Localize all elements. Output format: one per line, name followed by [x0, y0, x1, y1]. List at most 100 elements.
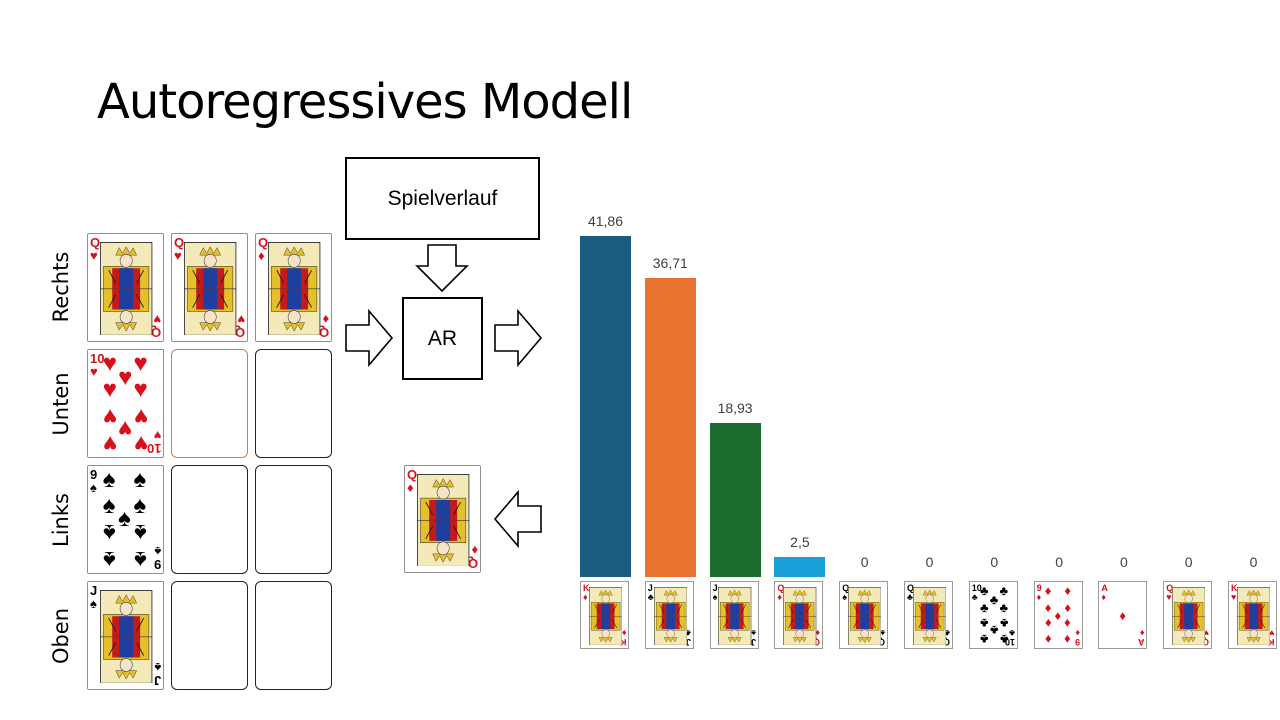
- row-label-links: Links: [49, 493, 73, 547]
- card-suit: ♠: [90, 596, 97, 611]
- card-rank: 9: [1074, 637, 1080, 647]
- suit-pip-icon: ♦: [1064, 632, 1071, 648]
- card-suit: ♥: [90, 364, 98, 379]
- face-card-art-icon: [184, 241, 237, 336]
- bar-value-label: 0: [1184, 554, 1193, 570]
- card-rank-corner: 10♥: [146, 428, 161, 456]
- card-rank: K: [583, 583, 590, 593]
- card-rank-corner: 10♣: [972, 584, 982, 602]
- suit-pip-icon: ♣: [999, 616, 1009, 631]
- card-suit: ♦: [1075, 628, 1080, 638]
- category-card: Q♣Q♣Q♣: [904, 581, 953, 649]
- playing-card: Q♥Q♥: [171, 233, 248, 342]
- face-card-art-icon: [653, 586, 687, 646]
- category-label: Q♥: [1164, 582, 1165, 583]
- chart-bar: [709, 422, 761, 577]
- empty-card-slot: [255, 465, 332, 574]
- bar-value-label: 41,86: [587, 213, 624, 229]
- suit-pip-icon: ♠: [102, 545, 116, 573]
- category-label: K♥: [1229, 582, 1230, 583]
- face-card-art-icon: [588, 586, 623, 646]
- suit-pip-icon: ♦: [1064, 616, 1071, 631]
- bar-value-label: 18,93: [717, 399, 753, 416]
- bar-value-label: 0: [1119, 554, 1128, 570]
- card-suit: ♦: [1101, 592, 1106, 602]
- suit-pip-icon: ♦: [1044, 583, 1052, 599]
- category-card: 10♣10♣♣♣♣♣♣♣♣♣♣♣10♣: [968, 581, 1018, 649]
- face-card-art-icon: [783, 586, 817, 646]
- suit-pip-icon: ♣: [979, 599, 989, 615]
- category-card: J♠J♠J♠: [709, 581, 759, 649]
- card-rank-corner: 9♦: [1074, 628, 1080, 647]
- face-card-art-icon: [100, 589, 153, 684]
- suit-pip-icon: ♥: [102, 350, 117, 378]
- card-rank-corner: Q♠: [842, 584, 849, 602]
- playing-card: J♠J♠: [87, 581, 164, 690]
- active-card-slot: [171, 349, 248, 458]
- suit-pip-icon: ♥: [118, 364, 133, 392]
- suit-pip-icon: ♣: [979, 616, 989, 631]
- ar-model-box: AR: [402, 297, 483, 380]
- suit-pip-icon: ♠: [102, 492, 116, 520]
- suit-pip-icon: ♦: [1064, 583, 1071, 599]
- card-rank: Q: [90, 235, 101, 250]
- suit-pip-icon: ♠: [133, 519, 147, 547]
- bar-value-label: 2,5: [790, 533, 810, 550]
- card-rank-corner: J♠: [90, 584, 97, 610]
- row-label-oben: Oben: [49, 607, 73, 665]
- card-rank: Q: [407, 467, 418, 482]
- face-card-art-icon: [100, 241, 153, 336]
- suit-pip-icon: ♠: [118, 505, 131, 533]
- chart-bar: [644, 277, 696, 577]
- face-card-art-icon: [268, 241, 321, 336]
- suit-pip-icon: ♣: [989, 623, 999, 639]
- card-suit: ♦: [777, 592, 782, 602]
- empty-card-slot: [255, 581, 332, 690]
- card-suit: ♠: [154, 660, 161, 675]
- card-rank: 9: [90, 467, 98, 482]
- card-rank: 10: [146, 441, 161, 456]
- face-card-art-icon: [912, 586, 947, 646]
- face-card-art-icon: [718, 586, 752, 646]
- card-rank-corner: Q♥: [90, 236, 100, 262]
- category-card: Q♦Q♦Q♦: [774, 581, 824, 649]
- card-suit: ♠: [842, 592, 847, 602]
- category-card: K♦K♦K♦: [580, 581, 629, 649]
- card-rank: A: [1137, 637, 1145, 647]
- card-suit: ♥: [1166, 592, 1172, 602]
- chart-bar: [580, 236, 631, 577]
- card-rank-corner: Q♥: [174, 236, 184, 262]
- playing-card: 10♥10♥♥♥♥♥♥♥♥♥♥♥: [87, 349, 164, 458]
- arrow-left-icon: [493, 489, 542, 549]
- card-rank-corner: 10♥: [90, 352, 104, 378]
- card-rank-corner: Q♣: [907, 584, 914, 602]
- suit-pip-icon: ♦: [1054, 607, 1062, 623]
- card-rank: Q: [1166, 583, 1174, 593]
- category-label: 9♦: [1035, 582, 1036, 583]
- card-rank-corner: K♦: [583, 584, 590, 602]
- card-rank: J: [90, 583, 98, 598]
- arrow-right-icon: [494, 308, 543, 368]
- suit-pip-icon: ♣: [999, 599, 1009, 615]
- category-label: Q♣: [905, 582, 906, 583]
- category-label: J♠: [711, 582, 712, 583]
- card-rank: Q: [777, 583, 785, 593]
- card-rank-corner: Q♦: [777, 584, 784, 602]
- card-suit: ♠: [90, 480, 97, 495]
- chart-bar: [774, 556, 826, 577]
- suit-pip-icon: ♠: [133, 545, 147, 573]
- card-suit: ♦: [1139, 628, 1145, 638]
- playing-card: 9♠9♠♠♠♠♠♠♠♠♠♠: [87, 465, 164, 574]
- category-card: K♥K♥K♥: [1228, 581, 1277, 649]
- card-rank-corner: Q♥: [1166, 584, 1173, 602]
- suit-pip-icon: ♣: [979, 583, 989, 599]
- bar-value-label: 36,71: [652, 254, 688, 271]
- card-suit: ♦: [583, 592, 588, 602]
- suit-pip-icon: ♠: [133, 466, 147, 494]
- card-rank: 10: [971, 583, 982, 593]
- suit-pip-icon: ♦: [1044, 599, 1052, 615]
- suit-pip-icon: ♣: [999, 583, 1009, 599]
- card-rank: 9: [153, 557, 161, 572]
- card-rank: 9: [1036, 583, 1042, 593]
- suit-pip-icon: ♥: [102, 403, 117, 431]
